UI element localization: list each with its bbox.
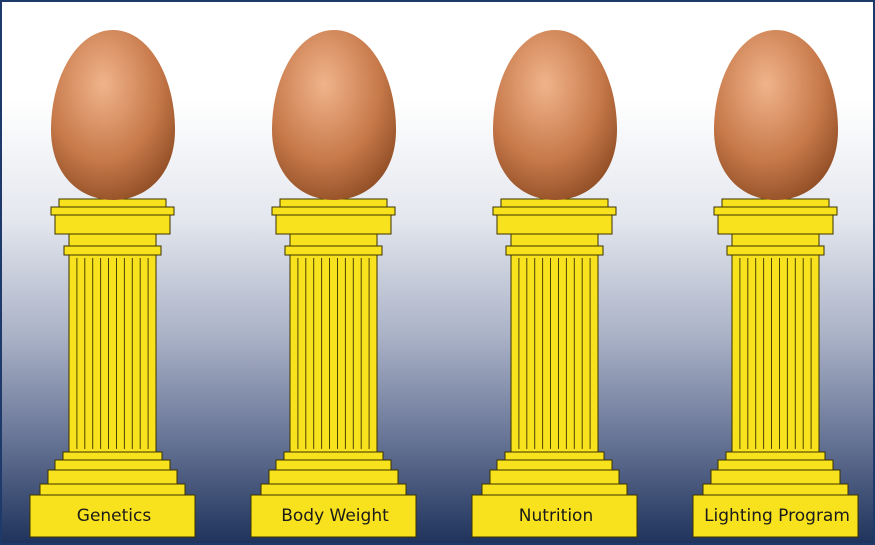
pillar-shaft (290, 255, 377, 452)
capital-cornice (714, 207, 837, 215)
base-molding-upper (55, 460, 170, 470)
pillar-drawing (29, 2, 199, 545)
capital-echinus (69, 234, 156, 246)
capital-top (501, 199, 608, 207)
capital-abacus (718, 215, 833, 234)
capital-echinus (290, 234, 377, 246)
pillar-label: Nutrition (471, 496, 641, 536)
pillar-label: Genetics (29, 496, 199, 536)
pillar-shaft (511, 255, 598, 452)
pillar-drawing (692, 2, 862, 545)
capital-top (280, 199, 387, 207)
capital-abacus (497, 215, 612, 234)
base-molding-upper (718, 460, 833, 470)
capital-abacus (276, 215, 391, 234)
base-ring (63, 452, 162, 460)
capital-cornice (493, 207, 616, 215)
base-ring (505, 452, 604, 460)
base-molding-lower (261, 484, 406, 495)
pillar-lighting-program: Lighting Program (692, 2, 862, 545)
base-ring (284, 452, 383, 460)
pillar-drawing (471, 2, 641, 545)
egg (272, 30, 396, 200)
capital-top (59, 199, 166, 207)
base-molding-upper (276, 460, 391, 470)
pillar-body-weight: Body Weight (250, 2, 420, 545)
base-molding-mid (490, 470, 619, 484)
pillar-shaft (732, 255, 819, 452)
pillar-label: Body Weight (250, 496, 420, 536)
pillar-genetics: Genetics (29, 2, 199, 545)
capital-cornice (272, 207, 395, 215)
egg (51, 30, 175, 200)
egg (714, 30, 838, 200)
capital-echinus (732, 234, 819, 246)
pillar-label: Lighting Program (692, 496, 862, 536)
base-molding-upper (497, 460, 612, 470)
capital-neck (285, 246, 382, 255)
capital-abacus (55, 215, 170, 234)
capital-echinus (511, 234, 598, 246)
capital-cornice (51, 207, 174, 215)
base-molding-lower (703, 484, 848, 495)
egg (493, 30, 617, 200)
base-molding-mid (269, 470, 398, 484)
capital-neck (727, 246, 824, 255)
base-molding-lower (482, 484, 627, 495)
capital-neck (64, 246, 161, 255)
base-molding-lower (40, 484, 185, 495)
pillar-drawing (250, 2, 420, 545)
base-molding-mid (48, 470, 177, 484)
pillar-nutrition: Nutrition (471, 2, 641, 545)
pillar-shaft (69, 255, 156, 452)
capital-neck (506, 246, 603, 255)
base-ring (726, 452, 825, 460)
capital-top (722, 199, 829, 207)
base-molding-mid (711, 470, 840, 484)
